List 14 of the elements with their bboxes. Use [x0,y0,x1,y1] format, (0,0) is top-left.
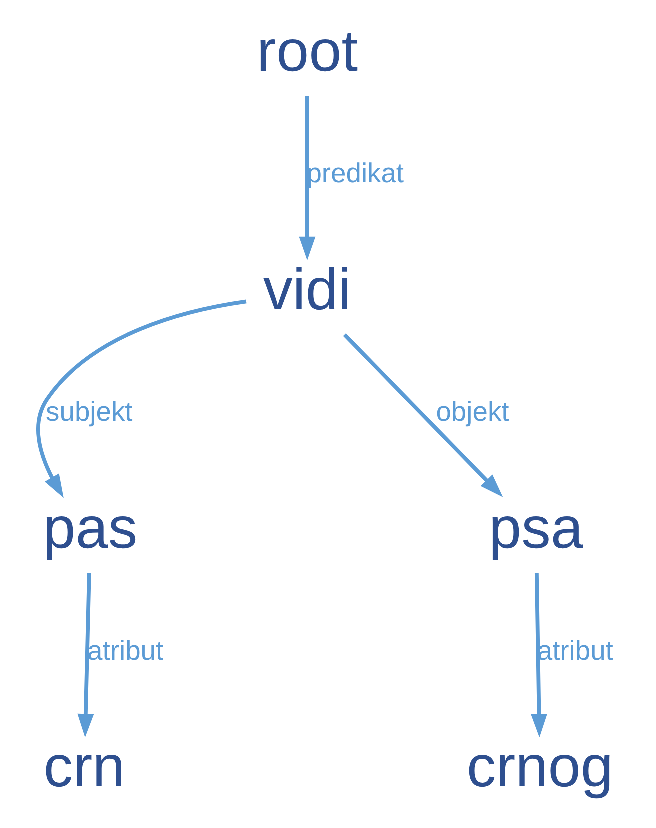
node-text: pas [43,496,138,561]
node-text: psa [488,496,584,561]
arrow [36,300,247,498]
node-text: root [256,18,358,84]
arrow [78,573,94,738]
node-text: crn [44,734,126,800]
node-text: crnog [466,734,614,800]
edge-label: atribut [537,634,614,666]
edge-label: subjekt [46,396,133,428]
arrow [531,573,548,738]
edge-label: objekt [436,396,510,428]
arrow [343,334,504,498]
node-text: vidi [263,257,352,322]
arrow [299,96,316,260]
